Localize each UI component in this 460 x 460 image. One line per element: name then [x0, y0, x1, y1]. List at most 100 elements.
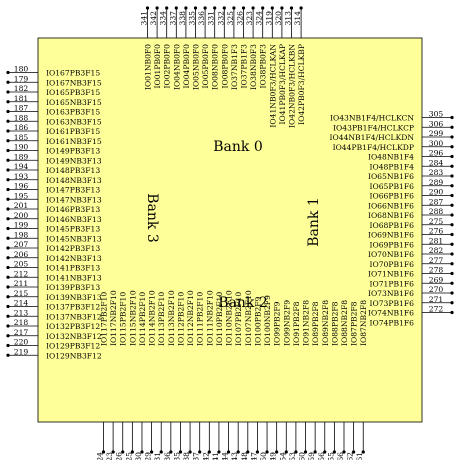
top-pin-number: 314 [293, 11, 302, 26]
left-pin-20-pad [6, 265, 10, 270]
top-pin-1-pad [155, 6, 159, 10]
right-pin-6-pad [450, 174, 454, 178]
left-pin-name: IO141NB3F13 [46, 273, 102, 282]
left-pin-number: 220 [14, 338, 29, 347]
right-pin-18-pad [450, 291, 454, 295]
left-pin-6-pad [6, 129, 10, 133]
bottom-pin-20-pad [294, 450, 298, 454]
right-pin-number: 271 [429, 295, 444, 304]
bottom-pin-number: 241 [211, 452, 220, 460]
left-pin-name: IO165NB3F15 [46, 98, 102, 107]
bottom-pin-number: 255 [326, 452, 335, 460]
bottom-pin-2-pad [121, 450, 125, 454]
right-pin-name: IO48NB1F4 [368, 153, 414, 162]
bottom-pin-name: IO117NB2F10 [109, 290, 118, 346]
right-pin-number: 269 [429, 275, 444, 284]
top-pin-12-pad [261, 6, 265, 10]
bottom-pin-name: IO87PB2F8 [350, 301, 359, 346]
bank-0-label: Bank 0 [213, 139, 263, 155]
right-pin-name: IO69PB1F6 [369, 240, 414, 249]
left-pin-number: 181 [14, 94, 29, 103]
left-pin-number: 213 [14, 308, 29, 317]
top-pin-5-pad [193, 6, 198, 10]
top-pin-number: 341 [140, 11, 149, 26]
right-pin-number: 278 [429, 266, 444, 275]
left-pin-number: 185 [14, 133, 29, 142]
top-pin-name: IO42NB0F3/HCLKBN [288, 44, 297, 128]
bottom-pin-name: IO89PB2F8 [311, 301, 320, 346]
right-pin-4-pad [450, 154, 454, 159]
bottom-pin-name: IO113PB2F10 [157, 292, 166, 346]
left-pin-1-pad [6, 80, 10, 84]
top-pin-name: IO01NB0F0 [144, 44, 153, 90]
top-pin-name: IO38NB0F3 [249, 44, 258, 90]
bottom-pin-number: 226 [115, 452, 124, 460]
left-pin-16-pad [6, 226, 10, 231]
bottom-pin-number: 242 [201, 452, 210, 460]
right-pin-number: 276 [429, 227, 444, 236]
right-pin-name: IO71PB1F6 [369, 279, 414, 288]
left-pin-name: IO142NB3F13 [46, 254, 102, 263]
bottom-pin-number: 231 [153, 452, 162, 460]
bottom-pin-number: 266 [336, 452, 345, 460]
bottom-pin-number: 235 [172, 452, 181, 460]
left-pin-name: IO142PB3F13 [46, 244, 100, 253]
right-pin-15-pad [450, 262, 454, 266]
left-pin-name: IO148PB3F13 [46, 166, 100, 175]
bottom-pin-number: 250 [259, 452, 268, 460]
bottom-pin-15-pad [246, 450, 250, 454]
top-pin-10-pad [241, 6, 246, 10]
right-pin-name: IO73PB1F6 [369, 299, 414, 308]
left-pin-name: IO141PB3F13 [46, 264, 100, 273]
top-pin-number: 342 [149, 11, 158, 26]
left-pin-number: 187 [14, 104, 29, 113]
left-pin-name: IO132NB3F12 [46, 332, 102, 341]
bottom-pin-number: 260 [298, 452, 307, 460]
right-pin-name: IO66NB1F6 [368, 201, 414, 210]
bottom-pin-name: IO88NB2F8 [340, 300, 349, 346]
right-pin-name: IO44NB1F4/HCLKDN [330, 133, 415, 142]
top-pin-number: 326 [236, 11, 245, 26]
top-pin-number: 324 [255, 11, 264, 26]
left-pin-name: IO137PB3F12 [46, 303, 100, 312]
right-pin-name: IO68NB1F6 [368, 211, 414, 220]
right-pin-20-pad [450, 310, 454, 315]
right-pin-16-pad [450, 271, 454, 276]
bottom-pin-name: IO112PB2F10 [176, 292, 185, 346]
top-pin-2-pad [165, 6, 169, 10]
right-pin-19-pad [450, 301, 454, 305]
bottom-pin-name: IO112NB2F10 [186, 290, 195, 346]
bottom-pin-19-pad [284, 450, 288, 454]
top-pin-name: IO01PB0F0 [153, 44, 162, 89]
bottom-pin-name: IO115NB2F10 [128, 290, 137, 346]
left-pin-number: 212 [14, 269, 29, 278]
right-pin-name: IO43NB1F4/HCLKCN [330, 114, 414, 123]
right-pin-number: 299 [429, 129, 444, 138]
right-pin-name: IO70PB1F6 [369, 260, 414, 269]
left-pin-8-pad [6, 148, 10, 153]
bottom-pin-number: 225 [124, 452, 133, 460]
top-pin-name: IO38PB0F3 [259, 44, 268, 89]
right-pin-7-pad [450, 184, 454, 188]
top-pin-name: IO37NB1F3 [230, 44, 239, 90]
left-pin-name: IO165PB3F15 [46, 88, 100, 97]
bottom-pin-number: 248 [240, 452, 249, 460]
left-pin-15-pad [6, 217, 10, 221]
right-pin-number: 296 [429, 149, 444, 158]
left-pin-23-pad [6, 295, 10, 299]
left-pin-19-pad [6, 256, 10, 260]
right-pin-name: IO68PB1F6 [369, 221, 414, 230]
top-pin-number: 320 [274, 11, 283, 26]
left-pin-number: 217 [14, 328, 29, 337]
bottom-pin-13-pad [226, 450, 231, 454]
right-pin-name: IO74PB1F6 [369, 318, 414, 327]
bank-3-label: Bank 3 [144, 193, 160, 243]
top-pin-name: IO41PB0F3/HCLKAP [278, 44, 287, 125]
right-pin-0-pad [450, 115, 454, 120]
right-pin-14-pad [450, 252, 454, 256]
top-pin-name: IO42PB0F3/HCLKBP [297, 44, 306, 125]
left-pin-number: 188 [14, 113, 29, 122]
right-pin-5-pad [450, 164, 454, 168]
left-pin-4-pad [6, 109, 10, 114]
bottom-pin-27-pad [361, 450, 365, 454]
